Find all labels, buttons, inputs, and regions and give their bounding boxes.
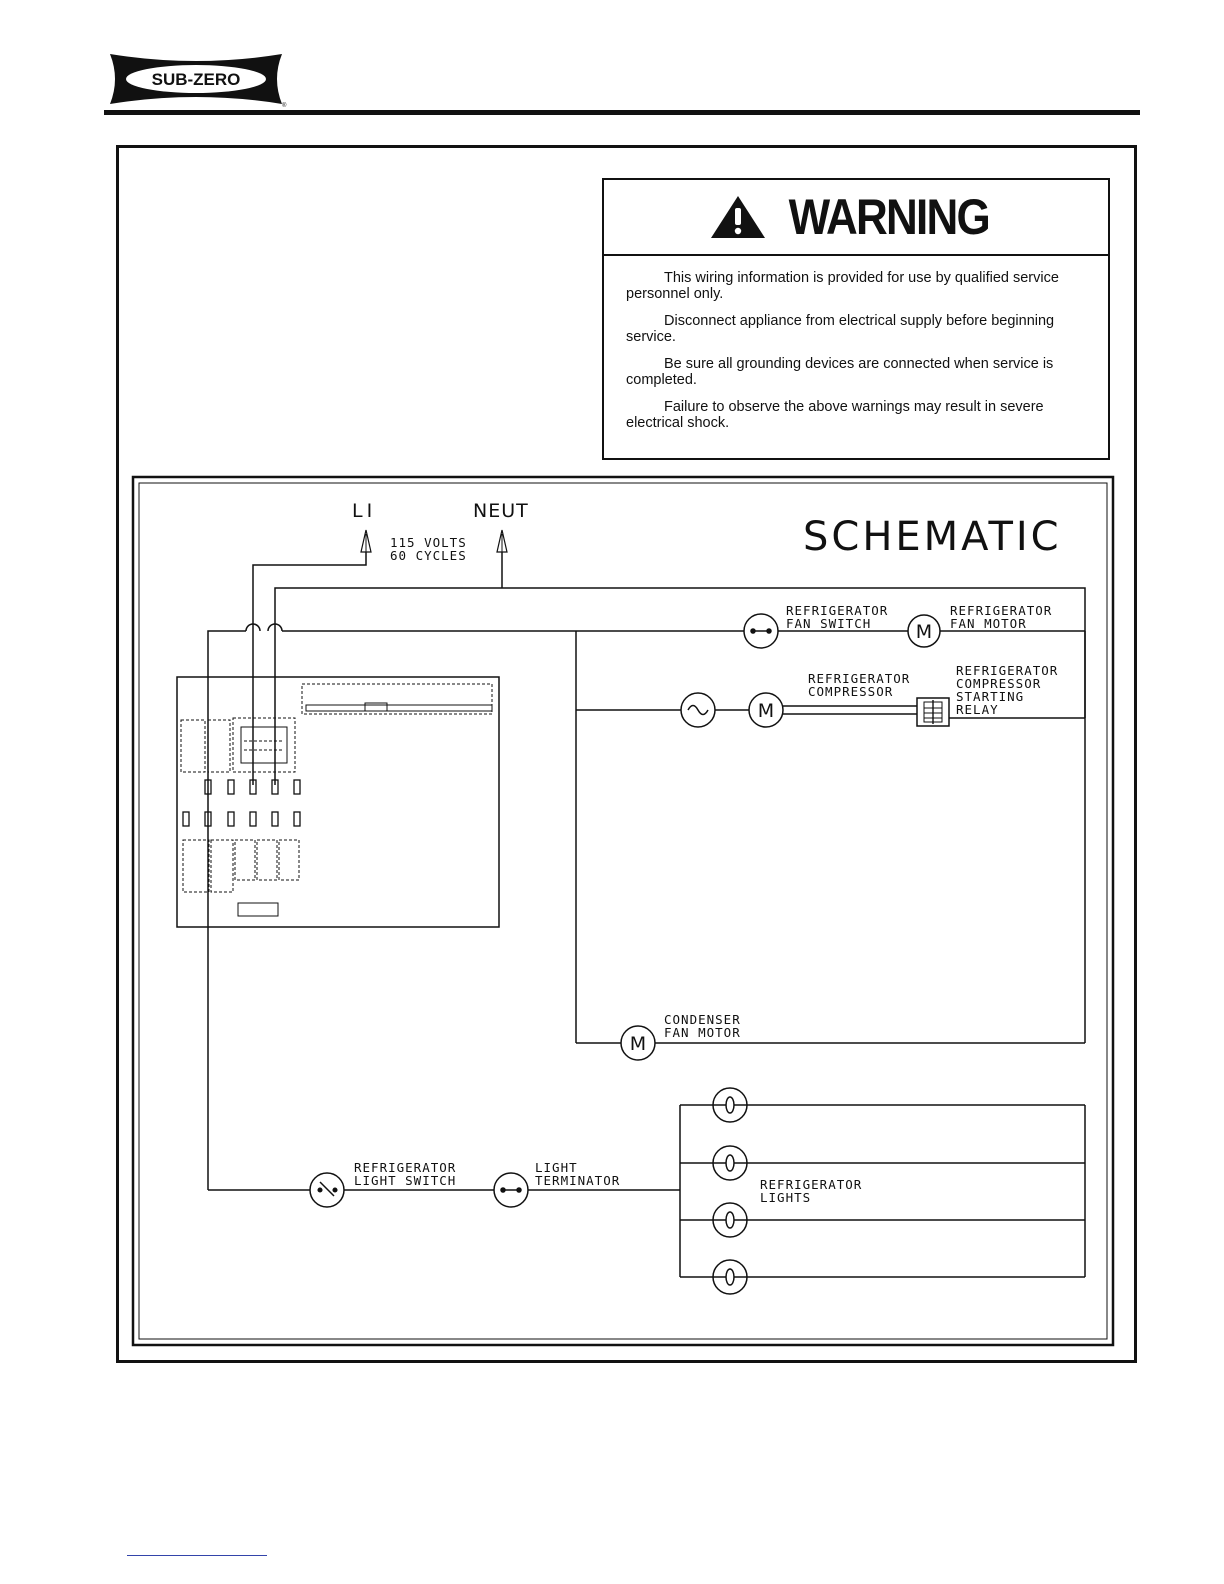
lamp-icon <box>712 1259 748 1295</box>
relay-label: REFRIGERATOR <box>956 663 1058 678</box>
warning-paragraph: Failure to observe the above warnings ma… <box>626 399 1044 431</box>
condenser-motor-icon <box>620 1025 656 1061</box>
light-terminator-label: LIGHT <box>535 1160 578 1175</box>
header-rule <box>104 110 1140 115</box>
board-plug <box>237 902 279 917</box>
fan-motor-label: FAN MOTOR <box>950 616 1027 631</box>
lamp-icon <box>712 1202 748 1238</box>
fan-motor-label: REFRIGERATOR <box>950 603 1052 618</box>
condenser-label: CONDENSER <box>664 1012 741 1027</box>
compressor-motor-symbol: M <box>758 700 774 722</box>
light-switch-label: REFRIGERATOR <box>354 1160 456 1175</box>
wire-crossover <box>245 623 261 632</box>
warning-paragraph: Disconnect appliance from electrical sup… <box>626 313 1055 345</box>
control-board <box>176 676 500 928</box>
svg-text:®: ® <box>282 102 287 108</box>
warning-paragraph: Be sure all grounding devices are connec… <box>626 356 1054 388</box>
fan-motor-symbol: M <box>916 621 932 643</box>
wire-crossover <box>267 623 283 632</box>
warning-body: This wiring information is provided for … <box>604 256 1108 431</box>
compressor-label: COMPRESSOR <box>808 684 893 699</box>
fan-switch-label: FAN SWITCH <box>786 616 871 631</box>
fan-circuit-wire <box>207 630 246 1190</box>
compressor-label: REFRIGERATOR <box>808 671 910 686</box>
compressor-motor-icon <box>748 692 784 728</box>
neutral-bus-wire <box>274 587 1086 1043</box>
schematic-title: SCHEMATIC <box>803 514 1062 560</box>
line-wire <box>252 552 367 785</box>
board-relay <box>232 717 296 773</box>
fan-motor-icon <box>907 614 941 648</box>
warning-header: WARNING <box>604 180 1108 256</box>
warning-triangle-icon <box>711 196 766 238</box>
line-label: LI <box>352 500 376 522</box>
board-connector-strip <box>301 683 493 715</box>
brand-wordmark: SUB-ZERO <box>152 70 241 89</box>
fan-switch-label: REFRIGERATOR <box>786 603 888 618</box>
neutral-label: NEUT <box>473 500 529 522</box>
schematic-frame <box>131 475 1115 1347</box>
light-terminator-label: TERMINATOR <box>535 1173 620 1188</box>
condenser-label: FAN MOTOR <box>664 1025 741 1040</box>
lamp-icon <box>712 1087 748 1123</box>
page-frame <box>116 145 1137 1363</box>
lamp-icon <box>712 1145 748 1181</box>
lights-label: REFRIGERATOR <box>760 1177 862 1192</box>
relay-label: STARTING <box>956 689 1024 704</box>
voltage-label: 115 VOLTS <box>390 535 467 550</box>
schematic-inner-frame <box>138 482 1108 1340</box>
warning-title: WARNING <box>788 189 991 245</box>
frequency-label: 60 CYCLES <box>390 548 467 563</box>
light-switch-label: LIGHT SWITCH <box>354 1173 456 1188</box>
lights-label: LIGHTS <box>760 1190 811 1205</box>
relay-label: COMPRESSOR <box>956 676 1041 691</box>
relay-label: RELAY <box>956 702 999 717</box>
warning-paragraph: This wiring information is provided for … <box>626 270 1059 302</box>
condenser-motor-symbol: M <box>630 1033 646 1055</box>
sub-zero-logo: SUB-ZERO ® <box>110 54 287 108</box>
warning-box: WARNING This wiring information is provi… <box>602 178 1110 460</box>
footer-rule <box>127 1555 267 1556</box>
board-terminals <box>182 779 301 827</box>
